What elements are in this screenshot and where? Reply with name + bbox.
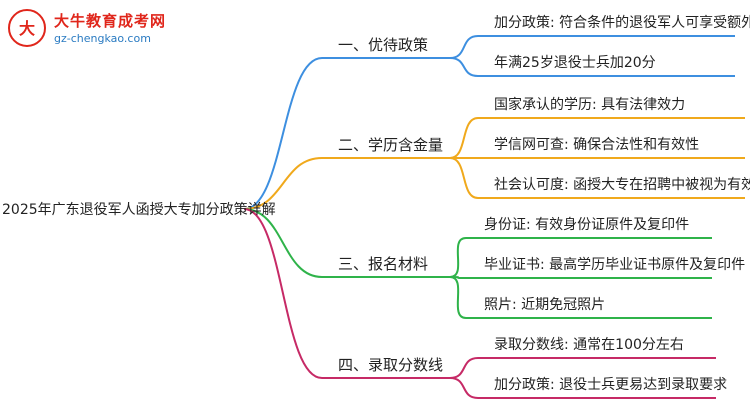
leaf-connector [449,237,467,278]
branch-connector [243,208,323,379]
leaf-connector [449,377,479,399]
leaf-connector [449,117,479,159]
leaf-item: 加分政策: 退役士兵更易达到录取要求 [494,377,728,393]
branch-connector [243,57,323,210]
leaf-item: 社会认可度: 函授大专在招聘中被视为有效学历 [494,177,750,193]
leaf-connector [449,35,479,59]
leaf-item: 毕业证书: 最高学历毕业证书原件及复印件 [484,257,746,273]
leaf-connector [449,276,467,319]
leaf-connector [449,157,479,199]
logo-icon: 大 [8,9,46,47]
site-logo: 大 大牛教育成考网 gz-chengkao.com [6,4,186,52]
branch-connector [243,208,323,278]
leaf-item: 学信网可查: 确保合法性和有效性 [494,137,700,153]
leaf-item: 照片: 近期免冠照片 [484,297,606,313]
branch-connector [243,157,323,210]
branch-label: 二、学历含金量 [338,136,444,154]
leaf-item: 国家承认的学历: 具有法律效力 [494,97,686,113]
branch-label: 一、优待政策 [338,36,429,54]
logo-url: gz-chengkao.com [54,32,151,45]
leaf-item: 录取分数线: 通常在100分左右 [494,337,684,353]
leaf-item: 年满25岁退役士兵加20分 [494,55,656,71]
branch-label: 三、报名材料 [338,255,429,273]
leaf-item: 身份证: 有效身份证原件及复印件 [484,217,690,233]
root-topic: 2025年广东退役军人函授大专加分政策详解 [2,202,276,218]
branch-label: 四、录取分数线 [338,356,444,374]
svg-text:大: 大 [19,19,35,38]
leaf-connector [449,357,479,379]
leaf-item: 加分政策: 符合条件的退役军人可享受额外加分 [494,15,750,31]
leaf-connector [449,57,479,77]
logo-name: 大牛教育成考网 [54,12,167,30]
